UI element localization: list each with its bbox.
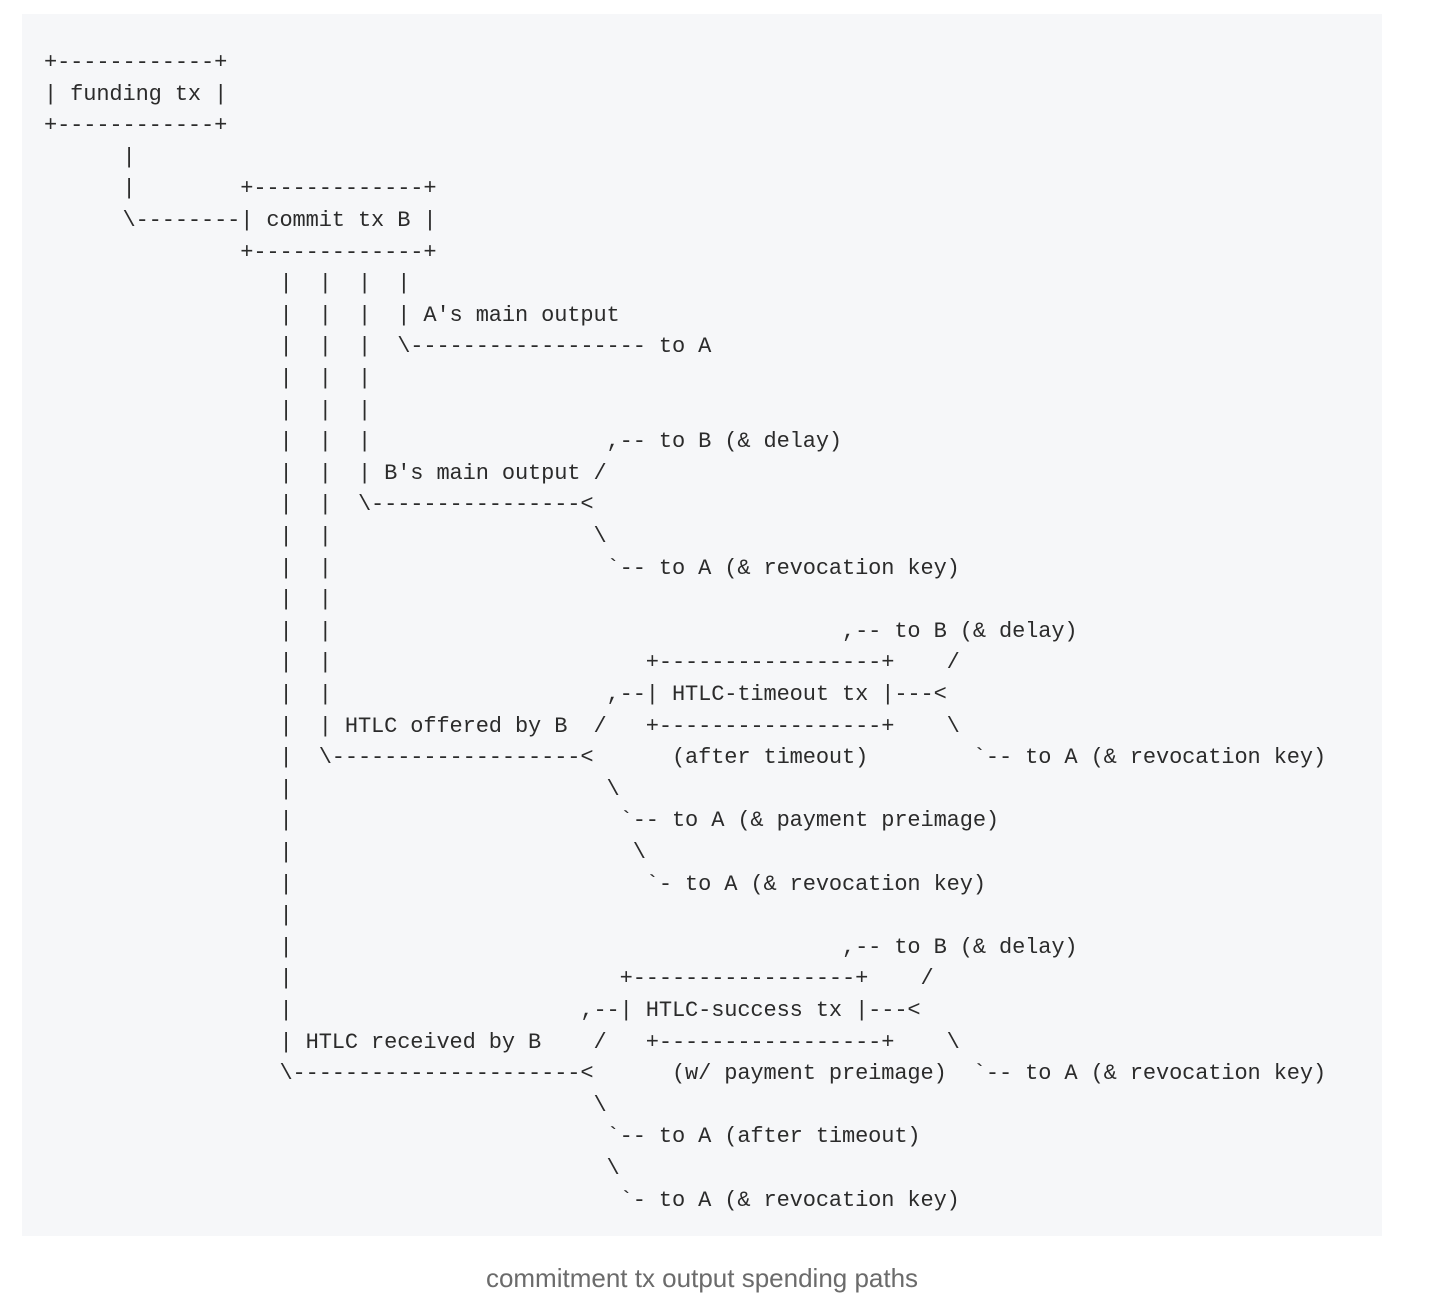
diagram-line: | `-- to A (& payment preimage) [44, 808, 999, 834]
diagram-line: | \ [44, 776, 620, 802]
diagram-line: \----------------------< (w/ payment pre… [44, 1061, 1327, 1087]
figure-caption: commitment tx output spending paths [485, 1263, 919, 1293]
diagram-line: | | [44, 587, 332, 613]
diagram-line: | ,-- to B (& delay) [44, 934, 1078, 960]
diagram-line: \--------| commit tx B | [44, 208, 437, 233]
diagram-line: | | | B's main output / [44, 460, 607, 486]
diagram-line: | | ,--| HTLC-timeout tx |---< [44, 682, 947, 707]
diagram-line: | | | ,-- to B (& delay) [44, 429, 843, 455]
diagram-line: | | | | [44, 271, 411, 297]
diagram-line: | [44, 144, 136, 170]
diagram-line: `-- to A (after timeout) [44, 1124, 921, 1150]
diagram-line: +------------+ [44, 50, 228, 75]
diagram-line: | ,--| HTLC-success tx |---< [44, 998, 921, 1023]
diagram-line: | +-----------------+ / [44, 966, 934, 992]
diagram-line: | `- to A (& revocation key) [44, 871, 986, 897]
diagram-line: | | \----------------< [44, 492, 594, 518]
diagram-line: | | | \------------------ to A [44, 334, 712, 360]
code-block-panel: +------------+ | funding tx | +-----------… [22, 14, 1382, 1236]
diagram-line: | +-------------+ [44, 176, 437, 202]
diagram-line: | \-------------------< (after timeout) … [44, 745, 1327, 771]
diagram-line: | | | [44, 366, 372, 391]
diagram-line: | | `-- to A (& revocation key) [44, 555, 960, 581]
diagram-line: \ [44, 1156, 620, 1181]
diagram-line: \ [44, 1092, 607, 1118]
diagram-line: | | | | A's main output [44, 302, 620, 328]
diagram-line: | | HTLC offered by B / +---------------… [44, 713, 960, 739]
diagram-line: | | +-----------------+ / [44, 650, 960, 676]
diagram-line: | | ,-- to B (& delay) [44, 618, 1078, 644]
diagram-line: +------------+ [44, 113, 228, 139]
diagram-line: | | | [44, 397, 372, 423]
diagram-line: +-------------+ [44, 239, 437, 265]
diagram-line: | [44, 903, 293, 929]
diagram-line: | \ [44, 840, 646, 865]
diagram-line: | funding tx | [44, 81, 228, 107]
diagram-line: `- to A (& revocation key) [44, 1187, 960, 1213]
diagram-line: | HTLC received by B / +----------------… [44, 1029, 960, 1055]
diagram-line: | | \ [44, 524, 607, 549]
